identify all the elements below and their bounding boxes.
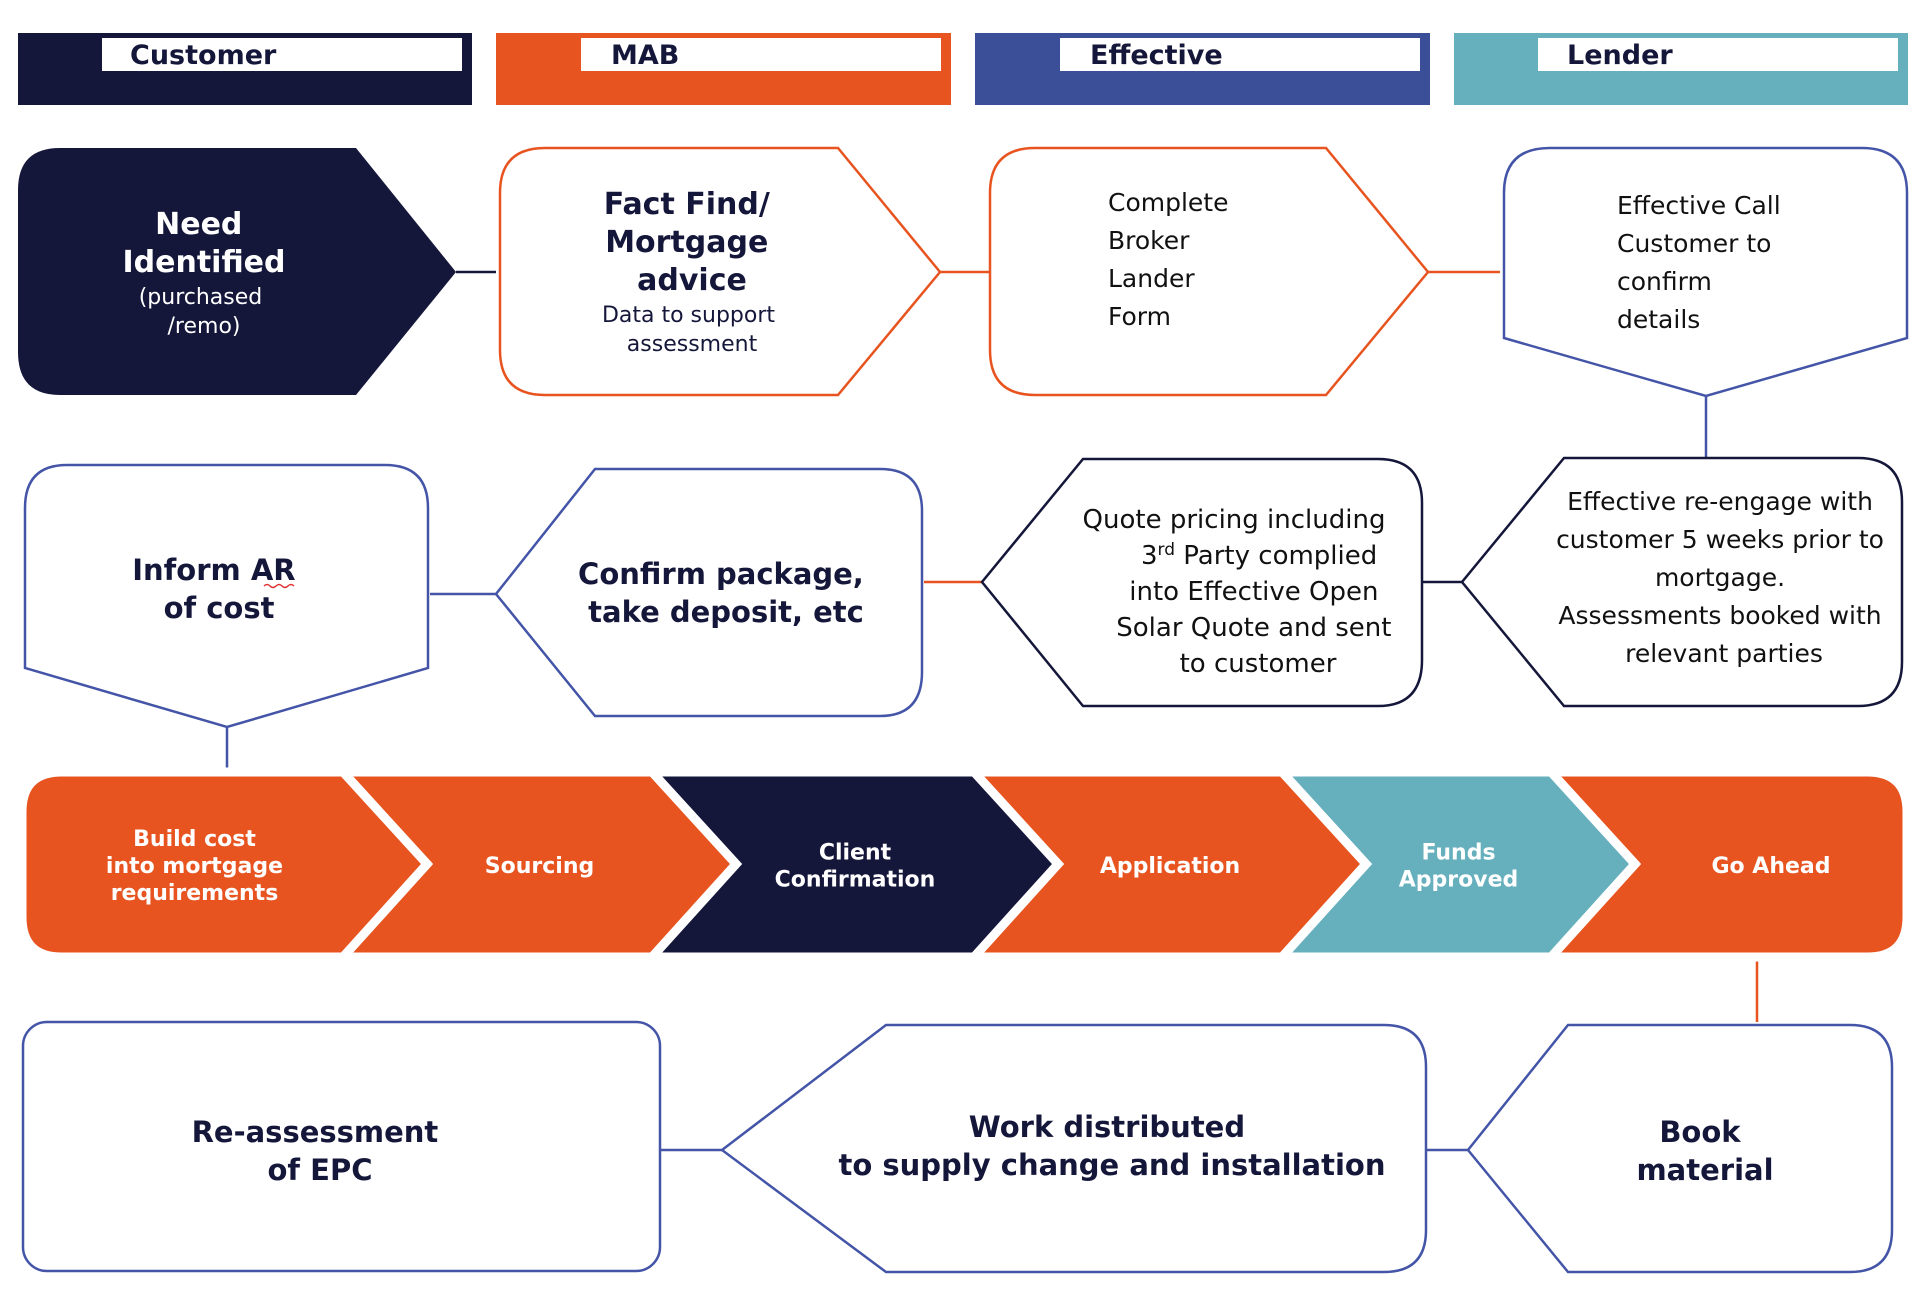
node-confirm-package: Confirm package, take deposit, etc xyxy=(494,467,924,718)
lane-header-lender: Lender xyxy=(1454,33,1908,105)
step-go-ahead-label: Go Ahead xyxy=(1711,854,1830,879)
lane-label-lender: Lender xyxy=(1567,40,1673,71)
node-book-material: Book material xyxy=(1466,1023,1894,1274)
step-build-cost-shape xyxy=(17,767,434,962)
lane-header-customer: Customer xyxy=(18,33,472,105)
svg-text:Quote pricing including: Quote pricing including xyxy=(1083,505,1386,535)
connectors xyxy=(225,270,1759,1152)
svg-text:Fact Find/ Mortgage: Fact Find/ Mortgage advice xyxy=(604,187,781,298)
step-build-cost-label: Build cost xyxy=(133,827,256,852)
svg-text:3rd Party complied: 3rd Party complied xyxy=(1141,540,1377,571)
lane-label-effective: Effective xyxy=(1090,40,1223,71)
node-need-identified: Need Identified (purchased /remo) xyxy=(18,148,456,395)
step-funds-approved-label: Funds xyxy=(1421,841,1495,866)
spellcheck-underline xyxy=(263,583,295,589)
svg-text:Data to support assessme: Data to support assessment xyxy=(602,303,782,357)
node-inform-ar: Inform AR of cost xyxy=(23,463,430,729)
lane-header-effective: Effective xyxy=(975,33,1430,105)
step-client-confirmation-label: Confirmation xyxy=(775,868,936,893)
svg-text:Inform AR of cost: Inform AR of cost xyxy=(132,553,305,625)
step-go-ahead: Go Ahead xyxy=(1540,767,1912,962)
node-reengage: Effective re-engage with customer 5 week… xyxy=(1460,456,1904,708)
step-application-label: Application xyxy=(1100,854,1240,879)
step-go-ahead-shape xyxy=(1540,767,1912,962)
svg-text:Work distributed to supp: Work distributed to supply change and in… xyxy=(839,1110,1386,1182)
node-complete-broker-form: Complete Broker Lander Form xyxy=(988,146,1430,397)
svg-text:(purchased /remo): (purchased /remo) xyxy=(139,285,270,339)
step-sourcing-label: Sourcing xyxy=(485,854,594,879)
step-application: Application xyxy=(963,767,1373,962)
step-build-cost-label: into mortgage xyxy=(106,854,283,879)
lane-label-customer: Customer xyxy=(130,40,277,71)
svg-text:Book material: Book material xyxy=(1636,1115,1773,1187)
step-build-cost-label: requirements xyxy=(111,881,279,906)
step-client-confirmation-label: Client xyxy=(819,841,892,866)
step-funds-approved-label: Approved xyxy=(1399,868,1519,893)
lane-label-mab: MAB xyxy=(611,40,679,71)
svg-text:Complete Broker La: Complete Broker Lander Form xyxy=(1108,188,1236,331)
node-quote-pricing: Quote pricing including 3rd Party compli… xyxy=(980,457,1424,708)
node-reassessment-epc: Re-assessment of EPC xyxy=(21,1020,662,1273)
svg-text:Confirm package, take de: Confirm package, take deposit, etc xyxy=(578,557,874,629)
svg-text:into Effective Open Sola: into Effective Open Solar Quote and sent… xyxy=(1116,577,1400,679)
svg-text:Effective re-engage with: Effective re-engage with customer 5 week… xyxy=(1556,487,1892,668)
node-effective-call: Effective Call Customer to confirm detai… xyxy=(1502,146,1909,398)
svg-text:Need Identified: Need Identified xyxy=(122,207,285,280)
svg-text:Effective Call Customer: Effective Call Customer to confirm detai… xyxy=(1617,191,1789,334)
svg-text:Re-assessment of EPC: Re-assessment of EPC xyxy=(192,1115,449,1187)
node-fact-find: Fact Find/ Mortgage advice Data to suppo… xyxy=(498,146,942,397)
lane-header-mab: MAB xyxy=(496,33,951,105)
node-work-distributed: Work distributed to supply change and in… xyxy=(719,1023,1428,1274)
